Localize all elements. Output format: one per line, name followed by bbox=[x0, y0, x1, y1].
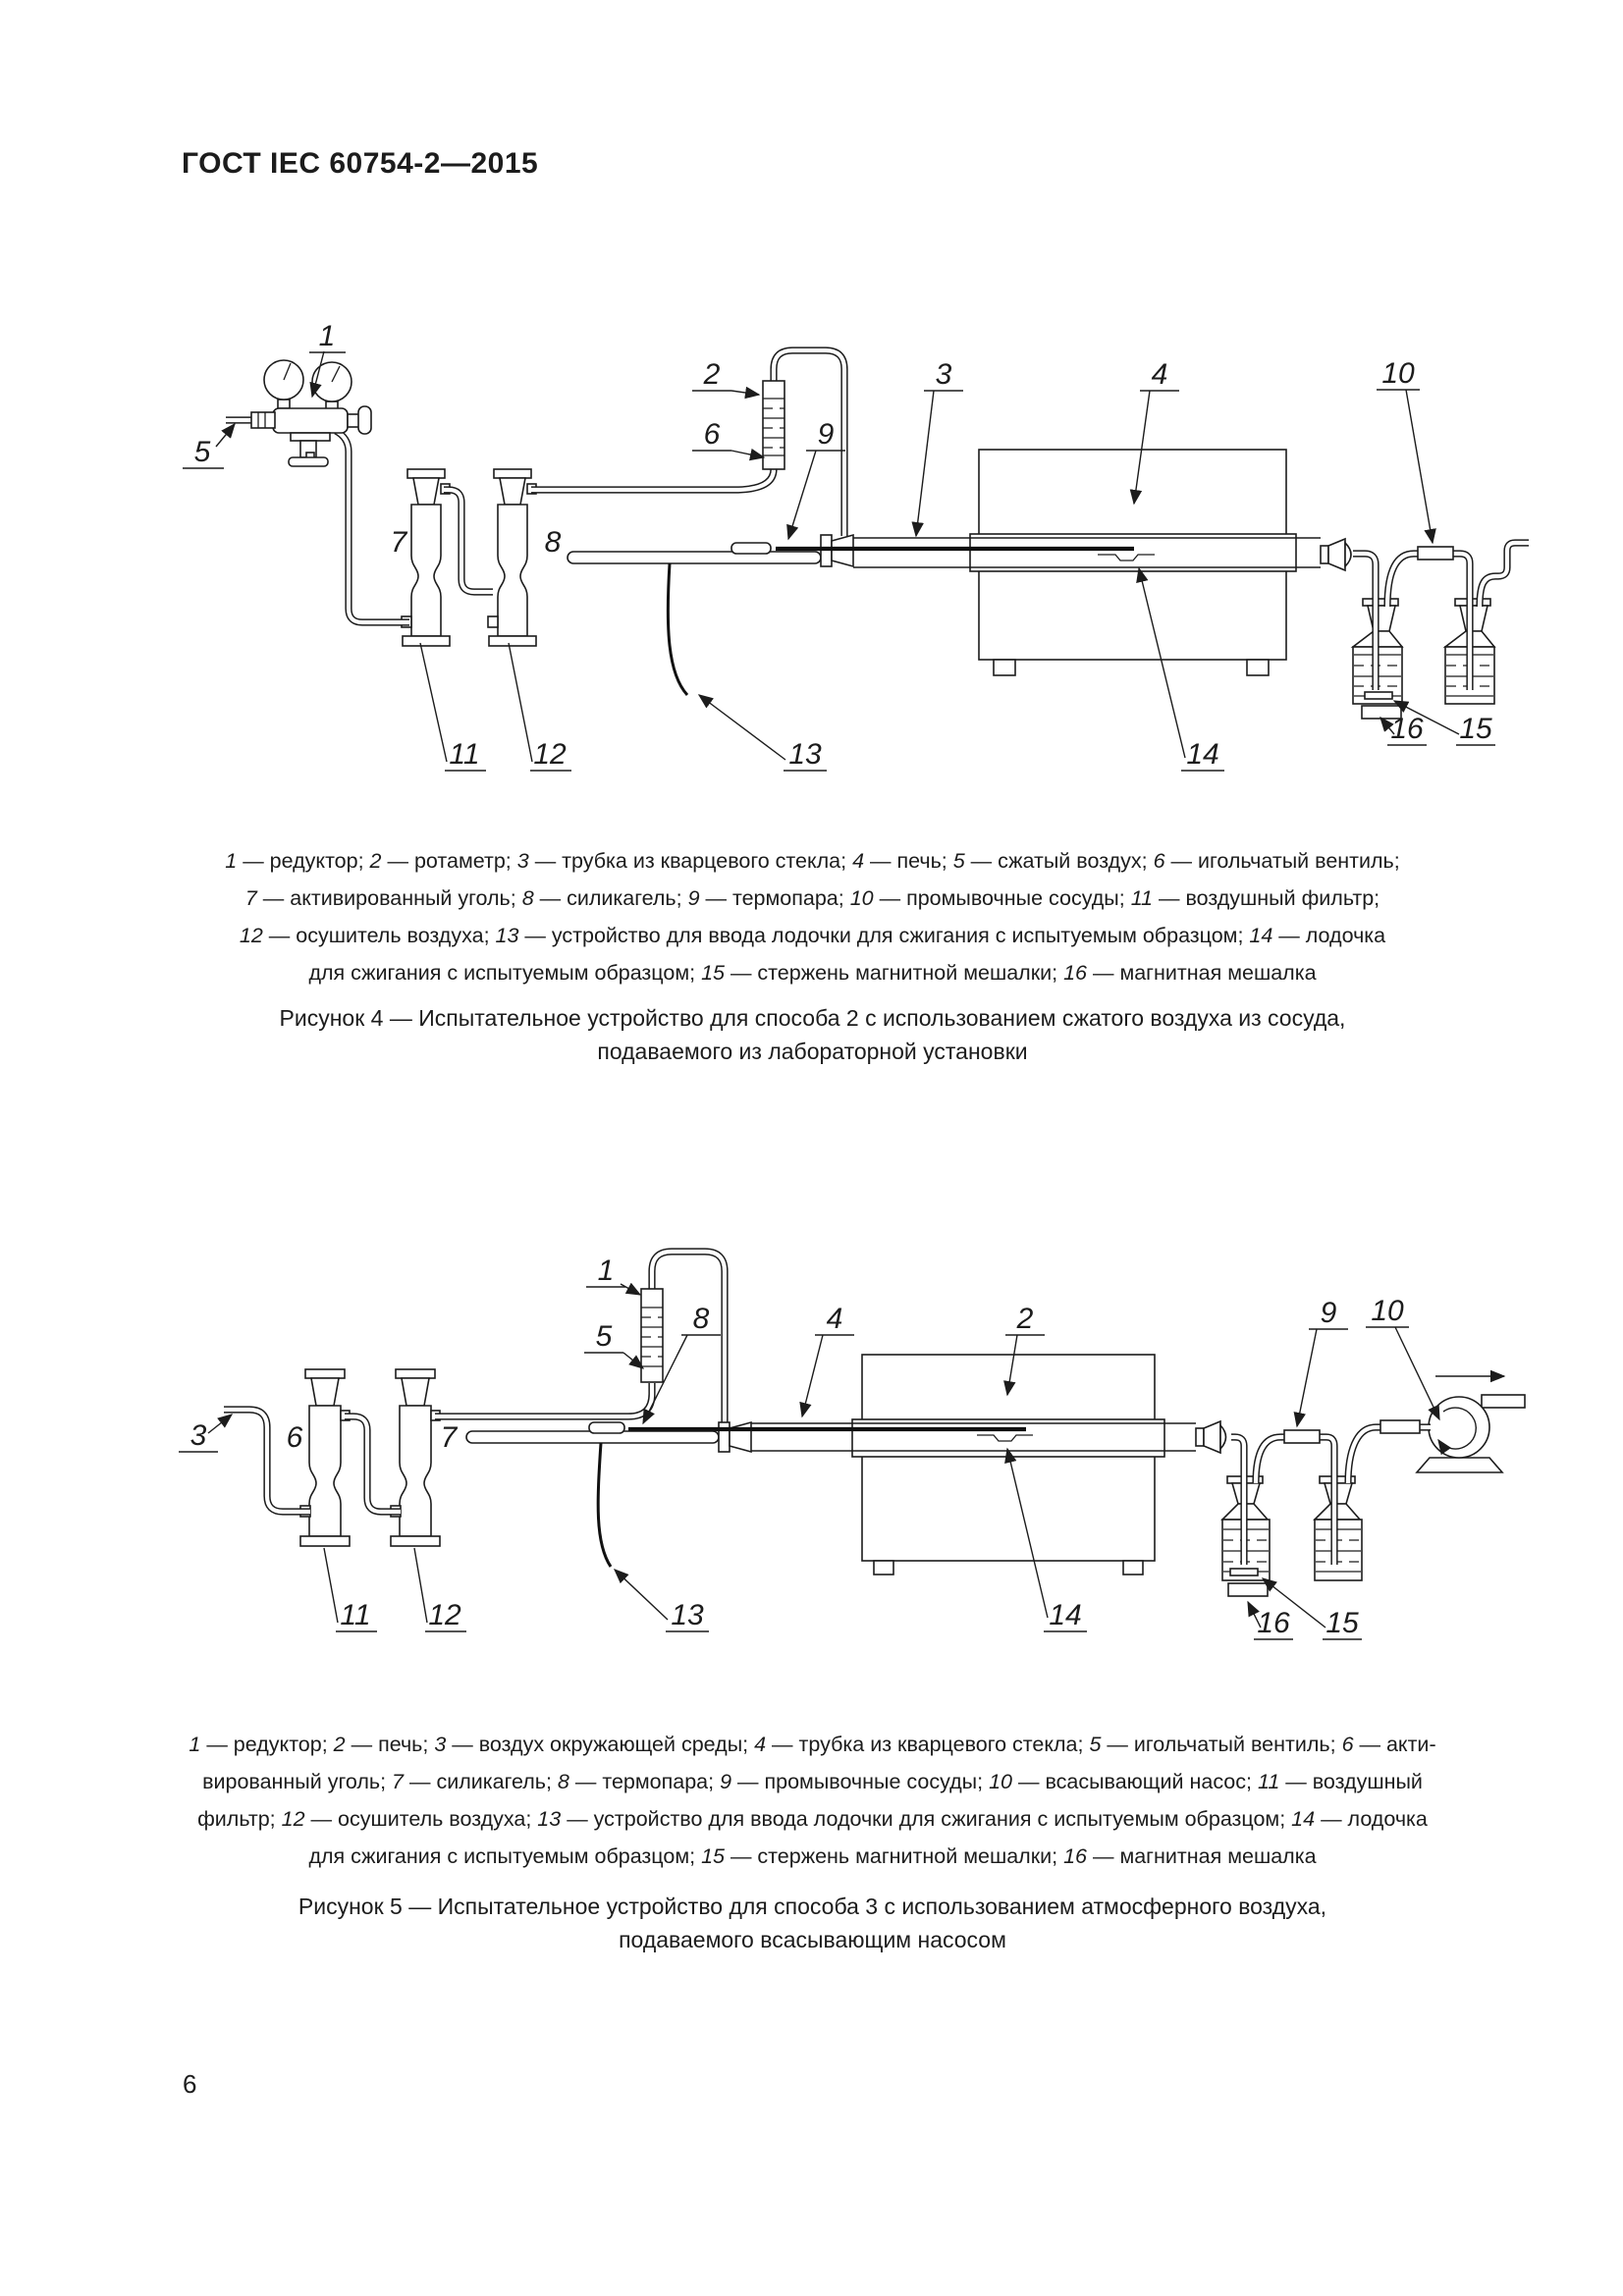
bottle-connector bbox=[1283, 1429, 1321, 1444]
tubing bbox=[226, 350, 1529, 690]
wash-bottle-2 bbox=[1314, 1475, 1363, 1581]
figure-5-legend: 1 — редуктор; 2 — печь; 3 — воздух окруж… bbox=[189, 1733, 1436, 1868]
callout-7: 7 bbox=[391, 526, 408, 559]
air-dryer-column bbox=[390, 1368, 441, 1547]
air-dryer-column bbox=[487, 468, 537, 647]
callout-3: 3 bbox=[190, 1419, 207, 1452]
callout-13: 13 bbox=[671, 1599, 704, 1631]
callout-8: 8 bbox=[545, 526, 562, 559]
callout-10: 10 bbox=[1381, 357, 1415, 390]
figure-4-diagram: 1 5 2 6 9 3 4 10 7 8 11 bbox=[183, 320, 1561, 772]
callout-4: 4 bbox=[1152, 358, 1168, 391]
boat-insertion-device bbox=[567, 542, 822, 697]
callout-3: 3 bbox=[936, 358, 952, 391]
standard-number-header: ГОСТ IEC 60754-2—2015 bbox=[182, 147, 539, 180]
callout-13: 13 bbox=[788, 738, 822, 771]
air-filter-column bbox=[299, 1368, 351, 1547]
callout-4: 4 bbox=[827, 1303, 843, 1335]
reducer-rotameter bbox=[640, 1288, 664, 1383]
callout-9: 9 bbox=[1321, 1297, 1337, 1329]
figure-4-caption: Рисунок 4 — Испытательное устройство для… bbox=[279, 1005, 1346, 1064]
callout-10: 10 bbox=[1371, 1295, 1404, 1327]
magnetic-stirrer bbox=[1227, 1568, 1269, 1597]
stir-bar bbox=[1364, 691, 1393, 700]
callout-2: 2 bbox=[1016, 1303, 1034, 1335]
rotameter bbox=[762, 380, 785, 470]
callout-1: 1 bbox=[598, 1255, 615, 1287]
callouts-fig5: 1 5 3 6 7 8 4 2 9 10 11 bbox=[179, 1255, 1440, 1640]
callout-11: 11 bbox=[449, 738, 479, 771]
boat-insertion-device bbox=[465, 1421, 720, 1568]
callout-12: 12 bbox=[533, 738, 567, 771]
combustion-boat bbox=[1098, 554, 1155, 561]
callout-1: 1 bbox=[319, 320, 336, 352]
callout-14: 14 bbox=[1186, 738, 1218, 771]
callouts-fig4: 1 5 2 6 9 3 4 10 7 8 11 bbox=[183, 320, 1495, 772]
pump-connector bbox=[1380, 1419, 1421, 1434]
callout-6: 6 bbox=[704, 418, 721, 451]
callout-15: 15 bbox=[1459, 713, 1492, 745]
stir-bar bbox=[1229, 1568, 1259, 1576]
rotation-arrow bbox=[1437, 1407, 1477, 1456]
callout-15: 15 bbox=[1325, 1607, 1359, 1639]
callout-8: 8 bbox=[693, 1303, 710, 1335]
tubing bbox=[224, 1252, 1431, 1565]
page-number: 6 bbox=[183, 2069, 197, 2099]
callout-9: 9 bbox=[818, 418, 835, 451]
figure-4-legend: 1 — редуктор; 2 — ротаметр; 3 — трубка и… bbox=[225, 849, 1400, 985]
callout-16: 16 bbox=[1390, 713, 1424, 745]
combustion-boat bbox=[977, 1434, 1033, 1442]
callout-14: 14 bbox=[1049, 1599, 1081, 1631]
callout-6: 6 bbox=[287, 1421, 303, 1454]
callout-16: 16 bbox=[1257, 1607, 1290, 1639]
figure-5-diagram: 1 5 3 6 7 8 4 2 9 10 11 bbox=[179, 1227, 1526, 1640]
pressure-regulator bbox=[250, 359, 372, 467]
figure-5-caption: Рисунок 5 — Испытательное устройство для… bbox=[298, 1894, 1327, 1952]
callout-5: 5 bbox=[596, 1320, 613, 1353]
callout-12: 12 bbox=[428, 1599, 461, 1631]
callout-5: 5 bbox=[194, 436, 211, 468]
furnace bbox=[969, 449, 1297, 676]
callout-2: 2 bbox=[703, 358, 721, 391]
suction-pump bbox=[1415, 1369, 1526, 1473]
callout-11: 11 bbox=[340, 1599, 370, 1631]
bottle-connector bbox=[1417, 546, 1454, 561]
callout-7: 7 bbox=[441, 1421, 459, 1454]
